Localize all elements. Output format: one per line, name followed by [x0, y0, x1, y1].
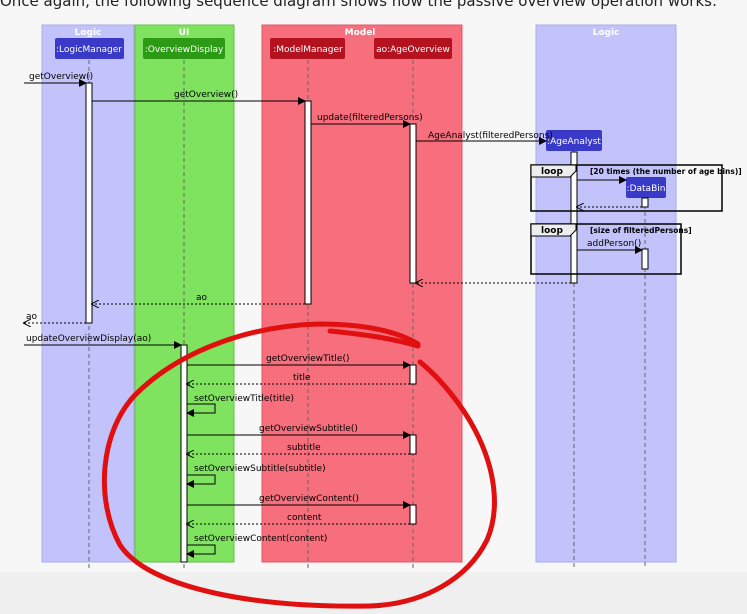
msg-add-person: addPerson(): [587, 239, 641, 249]
msg-set-overview-content: setOverviewContent(content): [194, 534, 327, 544]
logic-box-right-title: Logic: [593, 28, 620, 38]
participant-age-analyst: [546, 130, 602, 151]
logic-box-left-title: Logic: [75, 28, 102, 38]
activation-logic-manager: [85, 82, 93, 324]
svg-text:ao:AgeOverview: ao:AgeOverview: [376, 45, 450, 55]
activation-data-bin: [641, 197, 649, 208]
msg-set-overview-subtitle: setOverviewSubtitle(subtitle): [194, 464, 326, 474]
activation-age-overview-content: [409, 504, 417, 525]
msg-get-overview-1: getOverview(): [29, 72, 93, 82]
svg-text::DataBin: :DataBin: [627, 184, 666, 194]
svg-text:loop: loop: [541, 226, 563, 236]
msg-return-subtitle: subtitle: [287, 443, 321, 453]
ui-box-title: UI: [179, 28, 190, 38]
logic-box-right: [535, 24, 677, 563]
caption: Once again, the following sequence diagr…: [0, 0, 718, 10]
activation-overview-display: [180, 344, 188, 563]
model-box-title: Model: [345, 28, 376, 38]
msg-return-ao-2: ao: [26, 312, 38, 322]
model-box: [261, 24, 463, 563]
msg-get-overview-subtitle: getOverviewSubtitle(): [259, 424, 358, 434]
msg-update: update(filteredPersons): [317, 113, 423, 123]
participant-overview-display: [143, 38, 225, 59]
svg-text::OverviewDisplay: :OverviewDisplay: [145, 45, 224, 55]
participant-model-manager: [270, 38, 345, 59]
participant-data-bin: [626, 177, 666, 198]
red-circle-annotation: [101, 321, 497, 609]
svg-text:[20 times (the number of age b: [20 times (the number of age bins)]: [590, 167, 742, 176]
svg-text:[size of filteredPersons]: [size of filteredPersons]: [590, 226, 692, 235]
svg-text:loop: loop: [541, 167, 563, 177]
activation-age-overview-subtitle: [409, 434, 417, 455]
svg-text::AgeAnalyst: :AgeAnalyst: [547, 137, 601, 147]
activation-age-overview-title: [409, 364, 417, 385]
svg-text::LogicManager: :LogicManager: [56, 45, 122, 55]
msg-get-overview-title: getOverviewTitle(): [266, 354, 349, 364]
activation-data-bin-2: [641, 248, 649, 270]
activation-model-manager: [304, 100, 312, 305]
msg-set-overview-title: setOverviewTitle(title): [194, 394, 294, 404]
participant-age-overview: [374, 38, 452, 59]
activation-age-overview: [409, 123, 417, 284]
msg-get-overview-content: getOverviewContent(): [259, 494, 359, 504]
activation-age-analyst: [570, 151, 578, 284]
loop-fragment-1: loop [20 times (the number of age bins)]: [530, 164, 742, 212]
msg-return-title: title: [293, 373, 311, 383]
msg-get-overview-2: getOverview(): [174, 90, 238, 100]
svg-text::ModelManager: :ModelManager: [273, 45, 343, 55]
msg-update-overview-display: updateOverviewDisplay(ao): [26, 334, 151, 344]
msg-return-ao-1: ao: [196, 293, 208, 303]
msg-age-analyst: AgeAnalyst(filteredPersons): [428, 131, 553, 141]
loop-fragment-2: loop [size of filteredPersons]: [530, 223, 692, 275]
msg-return-content: content: [287, 513, 322, 523]
participant-logic-manager: [55, 38, 124, 59]
